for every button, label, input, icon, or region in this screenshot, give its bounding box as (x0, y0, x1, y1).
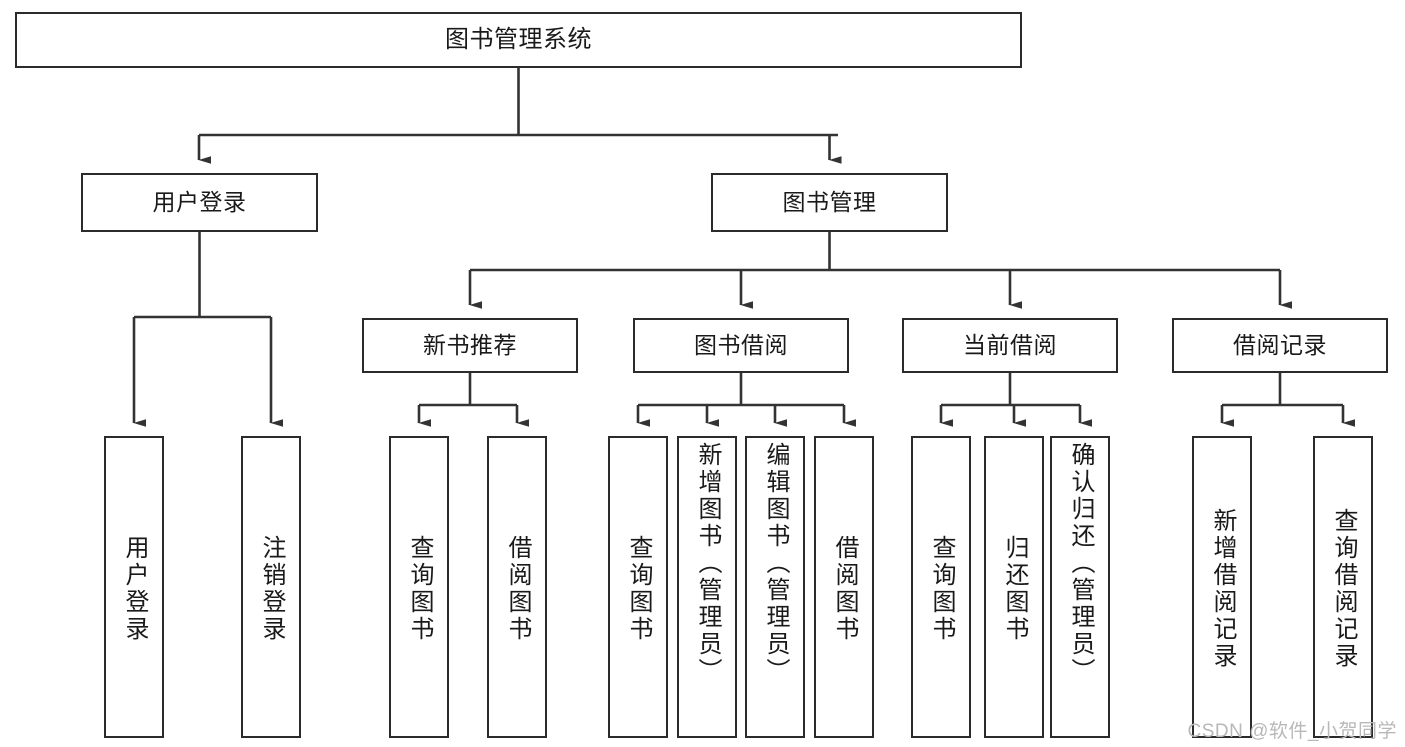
node-leaf-add-book[interactable]: 新增图书（管理员） (677, 436, 737, 738)
node-leaf-user-login-label: 用户登录 (121, 535, 148, 643)
node-leaf-add-book-label: 新增图书（管理员） (694, 442, 721, 685)
node-new-book-recommend[interactable]: 新书推荐 (362, 318, 578, 373)
node-leaf-borrow-book-1-label: 借阅图书 (504, 535, 531, 643)
node-leaf-query-book-1-label: 查询图书 (406, 535, 433, 643)
node-leaf-return-book[interactable]: 归还图书 (984, 436, 1044, 738)
node-leaf-query-book-1[interactable]: 查询图书 (389, 436, 449, 738)
node-borrow-record-label: 借阅记录 (1233, 332, 1327, 359)
node-user-login-label: 用户登录 (152, 189, 247, 216)
node-leaf-borrow-book-2-label: 借阅图书 (831, 535, 858, 643)
node-leaf-user-login[interactable]: 用户登录 (104, 436, 164, 738)
node-leaf-confirm-return[interactable]: 确认归还（管理员） (1050, 436, 1110, 738)
node-book-management-label: 图书管理 (782, 189, 877, 216)
node-leaf-query-record[interactable]: 查询借阅记录 (1313, 436, 1373, 738)
node-leaf-borrow-book-2[interactable]: 借阅图书 (814, 436, 874, 738)
node-leaf-add-record-label: 新增借阅记录 (1209, 508, 1236, 670)
node-leaf-add-record[interactable]: 新增借阅记录 (1192, 436, 1252, 738)
node-leaf-edit-book-label: 编辑图书（管理员） (762, 442, 789, 685)
node-book-management[interactable]: 图书管理 (711, 173, 948, 232)
node-leaf-confirm-return-label: 确认归还（管理员） (1067, 442, 1094, 685)
node-user-login[interactable]: 用户登录 (81, 173, 318, 232)
node-new-book-recommend-label: 新书推荐 (423, 332, 517, 359)
node-current-borrow[interactable]: 当前借阅 (902, 318, 1118, 373)
node-book-borrow-label: 图书借阅 (694, 332, 788, 359)
node-book-borrow[interactable]: 图书借阅 (633, 318, 849, 373)
node-root-system[interactable]: 图书管理系统 (15, 12, 1022, 68)
node-leaf-edit-book[interactable]: 编辑图书（管理员） (745, 436, 805, 738)
node-borrow-record[interactable]: 借阅记录 (1172, 318, 1388, 373)
node-leaf-query-book-3[interactable]: 查询图书 (911, 436, 971, 738)
node-leaf-return-book-label: 归还图书 (1001, 535, 1028, 643)
node-leaf-query-book-2-label: 查询图书 (625, 535, 652, 643)
node-leaf-logout-login[interactable]: 注销登录 (241, 436, 301, 738)
node-root-label: 图书管理系统 (445, 26, 592, 54)
node-leaf-query-book-2[interactable]: 查询图书 (608, 436, 668, 738)
node-leaf-query-record-label: 查询借阅记录 (1330, 508, 1357, 670)
node-current-borrow-label: 当前借阅 (963, 332, 1057, 359)
node-leaf-query-book-3-label: 查询图书 (928, 535, 955, 643)
node-leaf-logout-login-label: 注销登录 (258, 535, 285, 643)
node-leaf-borrow-book-1[interactable]: 借阅图书 (487, 436, 547, 738)
